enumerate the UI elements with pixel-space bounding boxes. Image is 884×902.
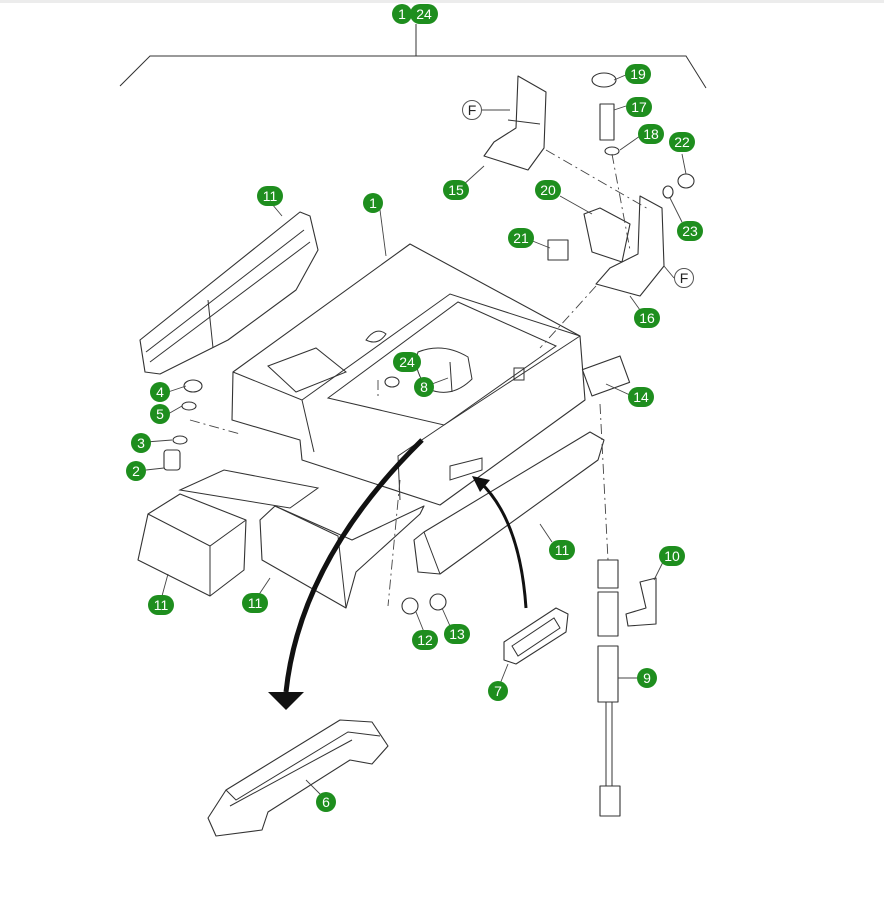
callout-part-10[interactable]: 10 xyxy=(659,546,685,566)
cover-part-11-lower-left xyxy=(137,469,425,609)
callout-part-3[interactable]: 3 xyxy=(131,433,151,453)
callout-part-11-left[interactable]: 11 xyxy=(148,595,174,615)
hinge-part-15 xyxy=(483,75,547,171)
gasket-part-7 xyxy=(503,607,569,665)
callout-part-12[interactable]: 12 xyxy=(412,630,438,650)
callout-part-13[interactable]: 13 xyxy=(444,624,470,644)
callout-part-21[interactable]: 21 xyxy=(508,228,534,248)
hinge-part-16 xyxy=(583,195,665,297)
install-arrow-handle xyxy=(268,438,424,710)
callout-part-14[interactable]: 14 xyxy=(628,387,654,407)
cover-part-11-right xyxy=(413,431,605,575)
callout-part-2[interactable]: 2 xyxy=(126,461,146,481)
callout-part-20[interactable]: 20 xyxy=(535,180,561,200)
callout-part-23[interactable]: 23 xyxy=(677,221,703,241)
callout-part-9[interactable]: 9 xyxy=(637,668,657,688)
top-border xyxy=(0,0,884,3)
assembly-lines xyxy=(189,149,651,607)
small-fasteners xyxy=(163,72,695,615)
callout-part-4[interactable]: 4 xyxy=(150,382,170,402)
callout-part-19[interactable]: 19 xyxy=(625,64,651,84)
callout-part-16[interactable]: 16 xyxy=(634,308,660,328)
callout-part-7[interactable]: 7 xyxy=(488,681,508,701)
callout-1-top[interactable]: 1 xyxy=(392,4,412,24)
callout-part-6[interactable]: 6 xyxy=(316,792,336,812)
callout-24-top[interactable]: 24 xyxy=(410,4,438,24)
callout-part-15[interactable]: 15 xyxy=(443,180,469,200)
callout-part-11-middle[interactable]: 11 xyxy=(242,593,268,613)
callout-part-1[interactable]: 1 xyxy=(363,193,383,213)
callout-part-11-upper[interactable]: 11 xyxy=(257,186,283,206)
callout-part-22[interactable]: 22 xyxy=(669,132,695,152)
callout-part-11-right[interactable]: 11 xyxy=(549,540,575,560)
reference-mark-f-upper: F xyxy=(462,100,482,120)
reference-mark-f-lower: F xyxy=(674,268,694,288)
assembly-bracket xyxy=(119,24,707,89)
callout-part-17[interactable]: 17 xyxy=(626,97,652,117)
install-arrow-gasket xyxy=(472,476,528,609)
callout-part-8[interactable]: 8 xyxy=(414,377,434,397)
leader-lines xyxy=(145,73,687,795)
cover-part-11-upper xyxy=(139,211,319,375)
housing-part-1 xyxy=(231,243,586,506)
gas-strut-part-9 xyxy=(597,559,621,817)
callout-part-18[interactable]: 18 xyxy=(638,124,664,144)
bracket-part-10 xyxy=(625,577,657,627)
callout-part-24[interactable]: 24 xyxy=(393,352,421,372)
callout-part-5[interactable]: 5 xyxy=(150,404,170,424)
handle-part-6 xyxy=(207,719,389,837)
